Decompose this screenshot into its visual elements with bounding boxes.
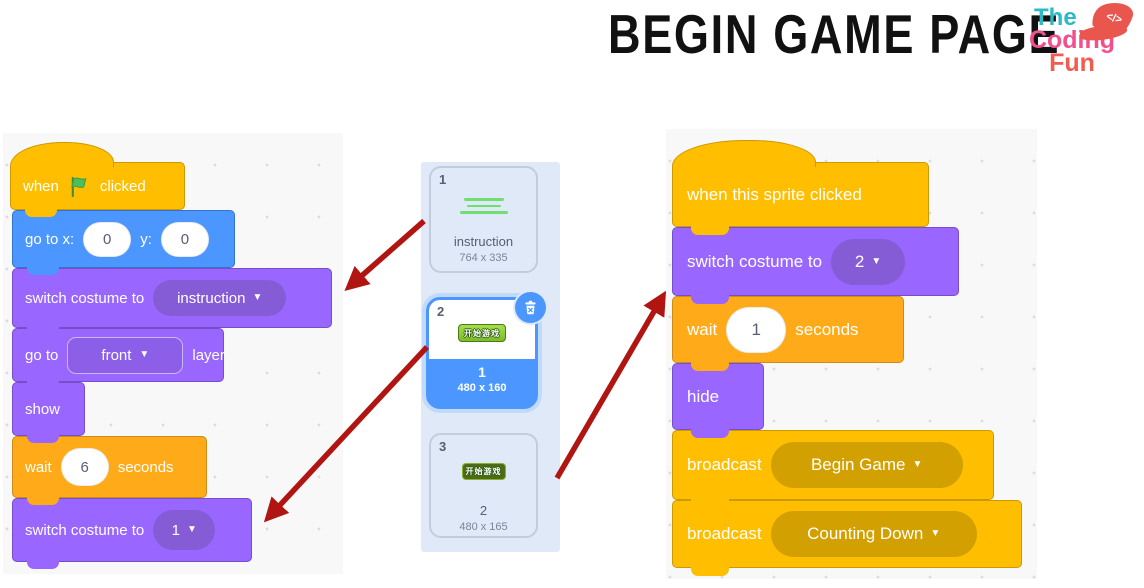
block-text: wait bbox=[687, 319, 718, 339]
green-flag-icon bbox=[71, 176, 87, 197]
costume-size: 480 x 160 bbox=[457, 382, 507, 394]
costume-name: 2 bbox=[479, 503, 488, 518]
broadcast-counting-down-block[interactable]: broadcast Counting Down ▼ bbox=[672, 500, 1022, 576]
block-text: hide bbox=[687, 386, 720, 406]
broadcast-dropdown[interactable]: Counting Down ▼ bbox=[770, 511, 977, 557]
dropdown-value: 2 bbox=[854, 251, 865, 271]
when-sprite-clicked-block[interactable]: when this sprite clicked bbox=[672, 140, 929, 235]
block-text: go to x: bbox=[25, 230, 75, 248]
layer-dropdown[interactable]: front ▼ bbox=[67, 336, 184, 374]
left-script-workspace: when clicked go to x: 0 y: 0 switch cost… bbox=[3, 133, 343, 574]
switch-costume-2-block[interactable]: switch costume to 2 ▼ bbox=[672, 227, 959, 304]
chevron-down-icon: ▼ bbox=[139, 349, 150, 360]
wait-seconds-block[interactable]: wait 6 seconds bbox=[12, 436, 207, 505]
y-value: 0 bbox=[180, 230, 190, 248]
block-text: show bbox=[25, 400, 61, 418]
chevron-down-icon: ▼ bbox=[930, 528, 941, 539]
arrow-costume3-to-switch-2 bbox=[554, 290, 667, 480]
block-text: when bbox=[23, 177, 59, 195]
switch-costume-1-block[interactable]: switch costume to 1 ▼ bbox=[12, 498, 252, 569]
logo-fun: Fun bbox=[1049, 49, 1095, 77]
dropdown-value: Counting Down bbox=[807, 524, 924, 543]
broadcast-begin-game-block[interactable]: broadcast Begin Game ▼ bbox=[672, 430, 994, 508]
show-block[interactable]: show bbox=[12, 382, 85, 443]
chevron-down-icon: ▼ bbox=[186, 524, 197, 535]
block-text: go to bbox=[25, 346, 59, 364]
hide-block[interactable]: hide bbox=[672, 363, 764, 438]
chevron-down-icon: ▼ bbox=[871, 255, 882, 267]
block-text: switch costume to bbox=[25, 521, 145, 539]
trash-icon bbox=[525, 300, 536, 315]
instruction-thumbnail bbox=[458, 198, 510, 218]
y-value-field[interactable]: 0 bbox=[160, 221, 209, 257]
selected-costume-footer: 1 480 x 160 bbox=[428, 359, 536, 407]
block-text: broadcast bbox=[687, 455, 762, 474]
block-text: when this sprite clicked bbox=[687, 184, 862, 204]
costume-dropdown[interactable]: 2 ▼ bbox=[831, 238, 906, 285]
broadcast-dropdown[interactable]: Begin Game ▼ bbox=[770, 442, 963, 488]
go-to-front-layer-block[interactable]: go to front ▼ layer bbox=[12, 328, 225, 389]
block-text: switch costume to bbox=[25, 289, 145, 307]
costume-index: 3 bbox=[439, 439, 447, 454]
when-flag-clicked-block[interactable]: when clicked bbox=[10, 142, 185, 217]
costume-name: 1 bbox=[478, 364, 486, 380]
dropdown-value: Begin Game bbox=[810, 455, 906, 474]
costume-dropdown[interactable]: instruction ▼ bbox=[153, 280, 287, 316]
costume-size: 764 x 335 bbox=[459, 252, 508, 264]
wait-seconds-block[interactable]: wait 1 seconds bbox=[672, 296, 904, 371]
wait-value: 1 bbox=[751, 319, 761, 339]
coding-hat-icon: </> bbox=[1080, 3, 1134, 41]
logo-the: The bbox=[1034, 4, 1077, 31]
chevron-down-icon: ▼ bbox=[252, 292, 263, 303]
block-text: layer bbox=[192, 346, 225, 364]
page-title: BEGIN GAME PAGE bbox=[608, 3, 1061, 65]
wait-value: 6 bbox=[80, 458, 89, 476]
dropdown-value: 1 bbox=[171, 521, 180, 539]
arrow-costume1-to-switch-instruction bbox=[344, 218, 426, 291]
x-value-field[interactable]: 0 bbox=[83, 221, 132, 257]
begin-game-button-thumbnail: 开始游戏 bbox=[458, 324, 506, 342]
block-text: broadcast bbox=[687, 524, 762, 543]
right-script-workspace: when this sprite clicked switch costume … bbox=[666, 129, 1037, 579]
block-text: wait bbox=[25, 458, 52, 476]
costume-dropdown[interactable]: 1 ▼ bbox=[153, 510, 216, 550]
block-text: seconds bbox=[117, 458, 174, 476]
begin-game-button-thumbnail: 开始游戏 bbox=[461, 463, 506, 480]
costume-item-2[interactable]: 3 开始游戏 2 480 x 165 bbox=[429, 433, 538, 538]
block-text: switch costume to bbox=[687, 251, 823, 271]
go-to-xy-block[interactable]: go to x: 0 y: 0 bbox=[12, 210, 235, 275]
costume-name: instruction bbox=[453, 234, 514, 249]
wait-value-field[interactable]: 6 bbox=[60, 448, 109, 486]
dropdown-value: front bbox=[101, 346, 132, 364]
costume-index: 2 bbox=[437, 304, 445, 319]
block-text: y: bbox=[140, 230, 152, 248]
wait-value-field[interactable]: 1 bbox=[726, 306, 787, 353]
chevron-down-icon: ▼ bbox=[912, 459, 923, 470]
x-value: 0 bbox=[103, 230, 112, 248]
costume-size: 480 x 165 bbox=[459, 521, 508, 533]
costume-item-instruction[interactable]: 1 instruction 764 x 335 bbox=[429, 166, 538, 273]
block-text: clicked bbox=[99, 177, 146, 195]
costume-item-1-selected[interactable]: 2 开始游戏 1 480 x 160 bbox=[426, 297, 538, 409]
costume-list-panel: 1 instruction 764 x 335 2 开始游戏 1 480 x 1… bbox=[421, 162, 560, 552]
costume-index: 1 bbox=[439, 172, 447, 187]
block-text: seconds bbox=[795, 319, 859, 339]
switch-costume-instruction-block[interactable]: switch costume to instruction ▼ bbox=[12, 268, 332, 335]
delete-costume-button[interactable] bbox=[515, 292, 546, 323]
hat-code-mark: </> bbox=[1105, 11, 1123, 27]
dropdown-value: instruction bbox=[177, 289, 246, 307]
